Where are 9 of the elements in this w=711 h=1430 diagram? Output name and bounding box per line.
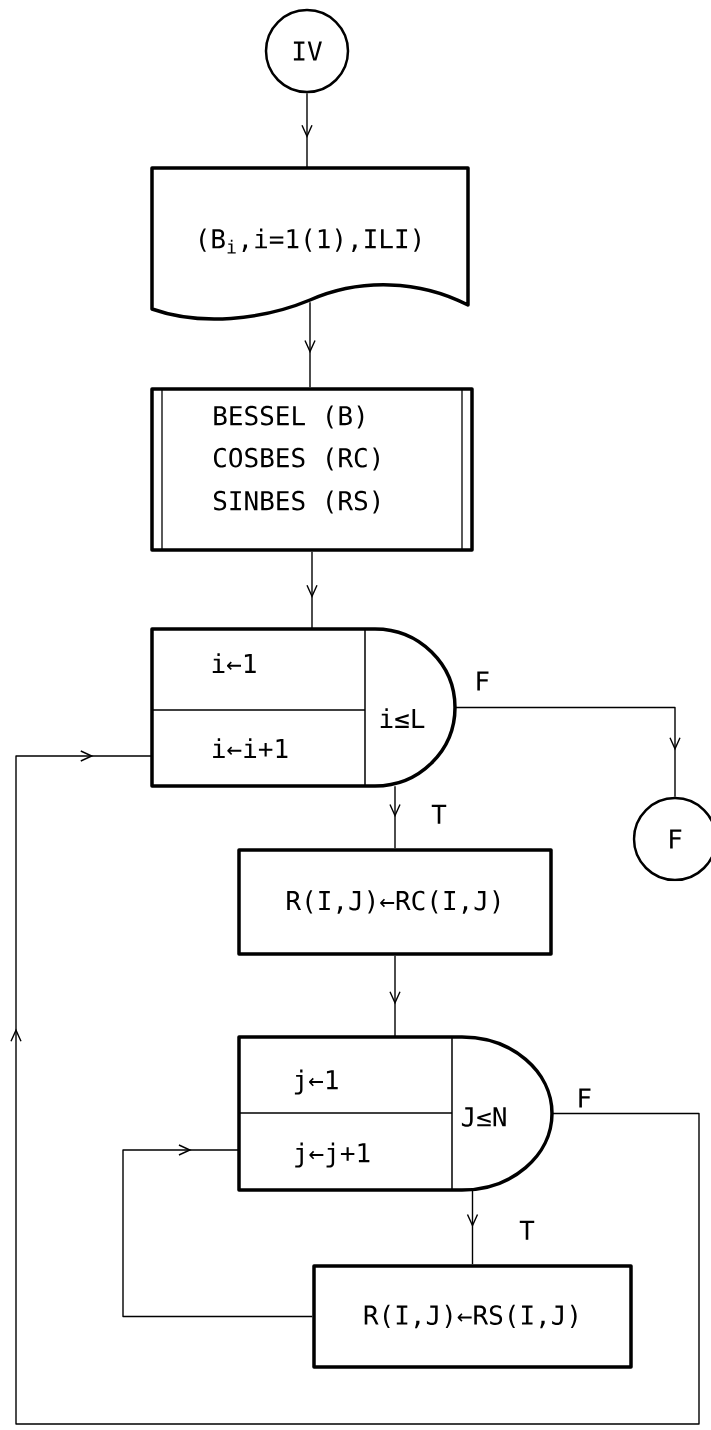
edge-label: F: [477, 671, 489, 691]
loop-box: i←1 i←i+1 i≤L: [150, 627, 457, 788]
edge-label: F: [579, 1088, 591, 1108]
process-box: R(I,J)←RC(I,J): [237, 848, 553, 956]
loop-box: j←1 j←j+1 J≤N: [237, 1035, 554, 1192]
edge-label: T: [519, 1220, 535, 1240]
subroutine-box: BESSEL (B) COSBES (RC) SINBES (RS): [150, 387, 474, 552]
process-box: R(I,J)←RS(I,J): [312, 1264, 633, 1369]
edge-label: T: [431, 804, 447, 824]
